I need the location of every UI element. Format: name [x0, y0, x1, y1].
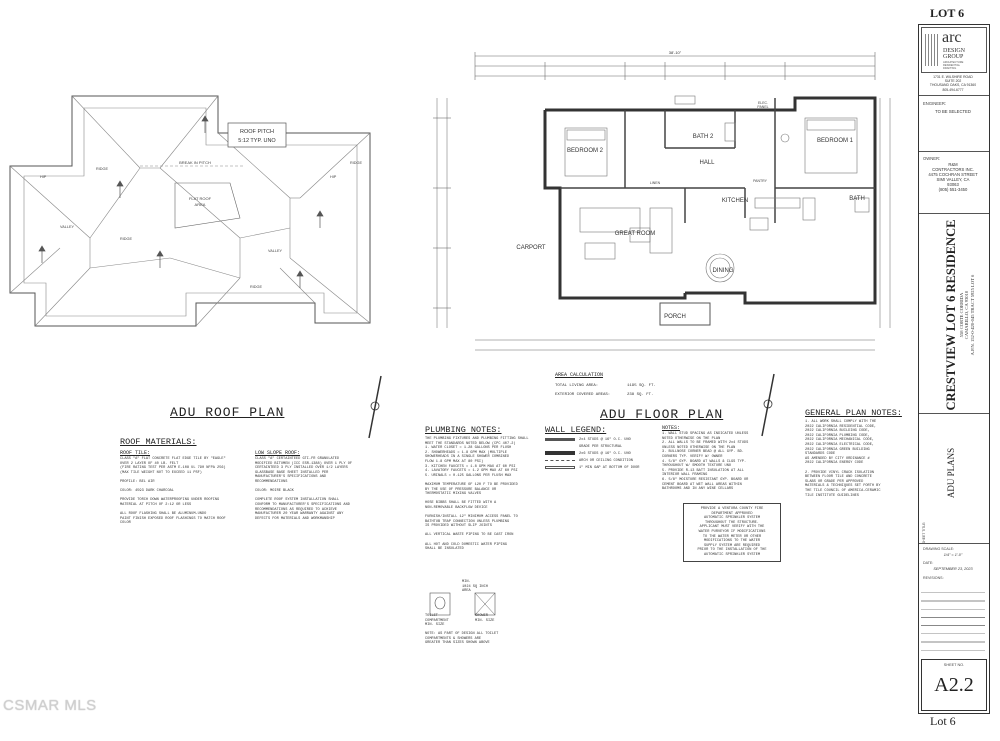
room-bedroom-2: BEDROOM 2 [567, 148, 604, 154]
room-kitchen: KITCHEN [722, 198, 748, 204]
room-porch: PORCH [664, 314, 686, 320]
floor-plan-drawing: 38'-10" BEDROOM 2 BEDROOM 1 BATH 2 BATH … [433, 50, 891, 351]
svg-text:5:12 TYP. UNO: 5:12 TYP. UNO [238, 138, 276, 144]
divider [919, 543, 989, 544]
svg-text:HIP: HIP [330, 175, 337, 179]
room-pantry: PANTRY [753, 179, 768, 183]
roof-plan-drawing: ROOF PITCH 5:12 TYP. UNO FLAT ROOF AREA … [9, 95, 371, 327]
wall-legend-title: WALL LEGEND: [545, 425, 607, 435]
room-bath-2: BATH 2 [693, 134, 714, 140]
firm-sub: DESIGN GROUP [943, 48, 965, 60]
toilet-label: TOILET COMPARTMENT MIN. SIZE [425, 614, 449, 628]
roof-plan-title: ADU ROOF PLAN [170, 405, 285, 420]
room-great-room: GREAT ROOM [615, 231, 655, 237]
svg-text:RIDGE: RIDGE [250, 285, 262, 289]
engineer-label: ENGINEER: [923, 101, 947, 106]
roof-tile-heading: ROOF TILE: [120, 450, 151, 456]
svg-text:FLAT ROOF: FLAT ROOF [189, 196, 212, 201]
svg-text:AREA: AREA [195, 202, 206, 207]
plumbing-notes-body: THE PLUMBING FIXTURES AND PLUMBING FITTI… [425, 437, 529, 552]
svg-text:VALLEY: VALLEY [268, 249, 283, 253]
mls-watermark: CSMAR MLS [3, 697, 97, 714]
sheet-number: A2.2 [934, 674, 974, 696]
owner-value: R&M CONTRACTORS INC. 4475 COCHRAN STREET… [928, 162, 978, 192]
room-carport: CARPORT [516, 245, 546, 251]
svg-text:VALLEY: VALLEY [60, 225, 75, 229]
notes-body: 1. WALL STUD SPACING AS INDICATED UNLESS… [662, 432, 749, 492]
firm-tag: ARCHITECTURE RESIDENTIAL DRAFTING [943, 61, 964, 71]
lot-label-top: LOT 6 [930, 6, 965, 20]
area-calc-table: TOTAL LIVING AREA:1195 SQ. FT. EXTERIOR … [555, 382, 656, 400]
notes-title: NOTES: [662, 425, 681, 431]
drawing-scale-value: 1/4" = 1'-0" [943, 553, 963, 557]
floor-plan-title: ADU FLOOR PLAN [600, 407, 724, 422]
sheet-number-box: SHEET NO. A2.2 [921, 659, 987, 711]
svg-text:RIDGE: RIDGE [350, 161, 362, 165]
project-address: 558 CORTE CORRIDA CAMARILLO, CA 93010 A.… [959, 274, 975, 356]
title-block: arc DESIGN GROUP ARCHITECTURE RESIDENTIA… [918, 24, 990, 714]
fixture-area-label: MIN. 1024 SQ INCH AREA [462, 580, 488, 594]
wall-legend-item: 2x4 STUDS @ 16" O.C. UNO [545, 437, 655, 444]
general-notes-body: 1. ALL WORK SHALL COMPLY WITH THE 2022 C… [805, 420, 881, 498]
overall-dimension: 38'-10" [669, 50, 682, 55]
area-row-living: TOTAL LIVING AREA:1195 SQ. FT. [555, 384, 656, 388]
svg-text:HIP: HIP [40, 175, 47, 179]
room-bath: BATH [849, 196, 865, 202]
firm-address: 1731 E. WILSHIRE ROAD SUITE 202 THOUSAND… [929, 75, 977, 92]
svg-text:RIDGE: RIDGE [96, 167, 108, 171]
general-notes-title: GENERAL PLAN NOTES: [805, 408, 902, 418]
divider [919, 95, 989, 96]
svg-text:ROOF PITCH: ROOF PITCH [240, 129, 274, 135]
sheet-title-label: SHEET TITLE: [922, 521, 926, 544]
logo-mark-icon [925, 34, 939, 66]
lot-label-bottom: Lot 6 [930, 714, 956, 728]
wall-legend-item: 1" MIN GAP AT BOTTOM OF DOOR [545, 465, 655, 472]
date-value: SEPTEMBER 23, 2023 [933, 567, 973, 571]
north-arrow-roof-icon [368, 375, 382, 439]
revisions-lines [921, 585, 985, 651]
engineer-value: TO BE SELECTED [935, 109, 971, 114]
shower-label: SHOWER MIN. SIZE [475, 614, 495, 623]
room-bedroom-1: BEDROOM 1 [817, 138, 854, 144]
area-row-covered: EXTERIOR COVERED AREAS:238 SQ. FT. [555, 393, 654, 397]
roof-tile-notes: CLASS "A" FLAT CONCRETE FLAT EDGE TILE B… [120, 457, 226, 526]
svg-text:BREAK IN PITCH: BREAK IN PITCH [179, 160, 211, 165]
divider [919, 151, 989, 152]
wall-legend-item: GRADE PER STRUCTURAL [579, 445, 623, 449]
room-hall: HALL [699, 160, 715, 166]
drawing-scale-label: DRAWING SCALE: [923, 547, 955, 551]
room-elec-panel: ELEC.PANEL [757, 101, 768, 109]
firm-logo: arc DESIGN GROUP ARCHITECTURE RESIDENTIA… [921, 27, 987, 73]
sheet-no-label: SHEET NO. [943, 663, 965, 667]
owner-label: OWNER: [923, 156, 941, 161]
room-dining: DINING [713, 268, 734, 274]
svg-text:RIDGE: RIDGE [120, 237, 132, 241]
date-label: DATE: [923, 561, 934, 565]
firm-name: arc [942, 29, 962, 46]
revisions-label: REVISIONS: [923, 576, 944, 580]
divider [919, 413, 989, 414]
sprinkler-note: PROVIDE A VENTURA COUNTY FIRE DEPARTMENT… [683, 503, 781, 562]
wall-legend-item: ARCH OR CEILING CONDITION [545, 458, 655, 465]
wall-legend-item: 2x6 STUDS @ 16" O.C. UNO [545, 451, 655, 458]
sheet-title: ADU PLANS [946, 447, 956, 499]
low-slope-heading: LOW SLOPE ROOF: [255, 450, 301, 456]
roof-materials-title: ROOF MATERIALS: [120, 437, 197, 447]
divider [919, 213, 989, 214]
north-arrow-floor-icon [761, 373, 775, 437]
plumbing-footer: NOTE: AS PART OF DESIGN ALL TOILET COMPA… [425, 632, 499, 646]
area-calc-title: AREA CALCULATION [555, 372, 604, 378]
room-linen: LINEN [650, 181, 661, 185]
fixture-diagrams [429, 592, 496, 616]
plumbing-notes-title: PLUMBING NOTES: [425, 425, 502, 435]
low-slope-notes: CLASS "A" CERTAINTEED GTI-FR GRANULATED … [255, 457, 353, 521]
wall-legend-list: 2x4 STUDS @ 16" O.C. UNO GRADE PER STRUC… [545, 437, 655, 472]
